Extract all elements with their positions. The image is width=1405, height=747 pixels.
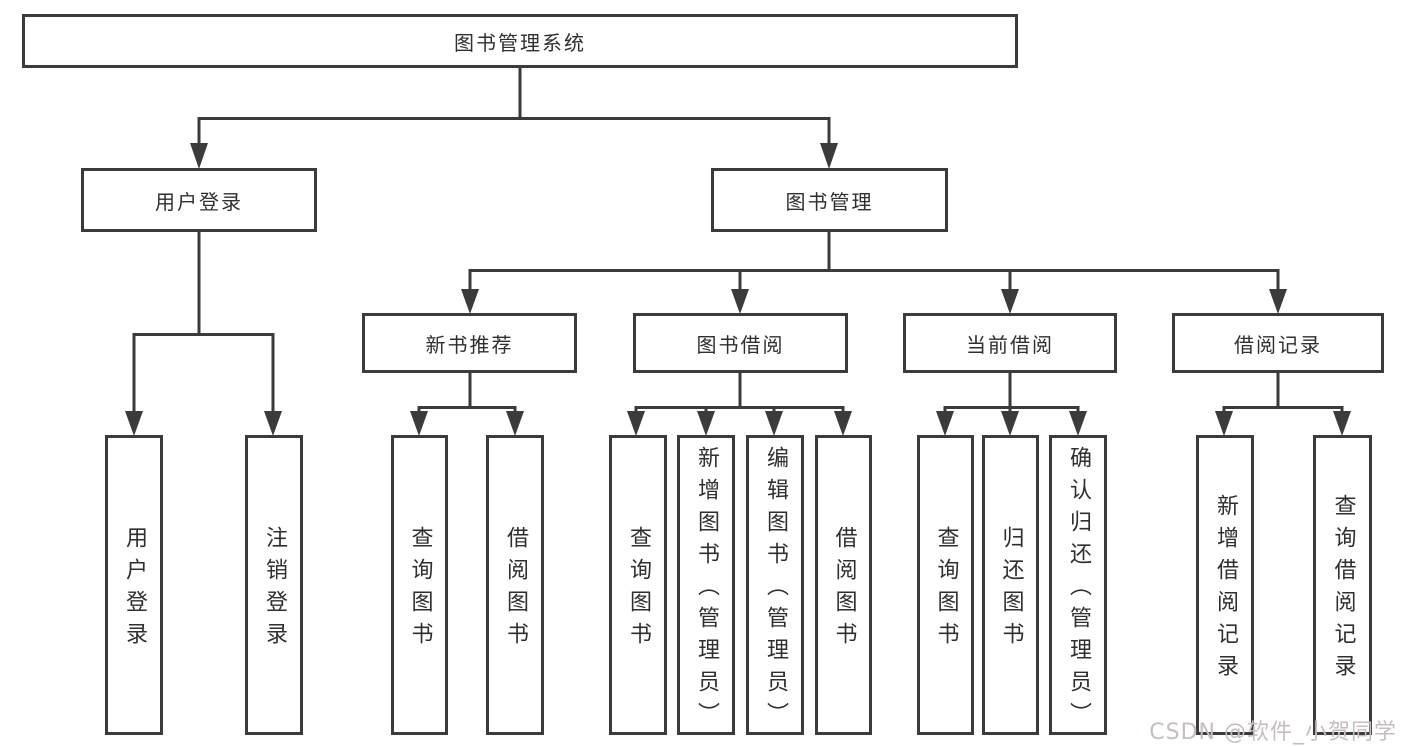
leaf-add-book-admin-label: 新增图书（管理员） xyxy=(694,446,719,734)
node-new-book-recommend-label: 新书推荐 xyxy=(425,332,514,357)
leaf-borrow-books-recommend-label: 借阅图书 xyxy=(503,526,528,654)
node-root-label: 图书管理系统 xyxy=(454,30,586,55)
node-book-management: 图书管理 xyxy=(711,168,948,232)
leaf-logout: 注销登录 xyxy=(245,435,303,735)
node-book-management-label: 图书管理 xyxy=(785,189,874,214)
leaf-add-borrow-record: 新增借阅记录 xyxy=(1196,435,1254,735)
leaf-confirm-return-admin: 确认归还（管理员） xyxy=(1049,435,1107,735)
leaf-add-borrow-record-label: 新增借阅记录 xyxy=(1213,494,1238,686)
leaf-confirm-return-admin-label: 确认归还（管理员） xyxy=(1066,446,1091,734)
node-borrow-records-label: 借阅记录 xyxy=(1234,332,1322,357)
node-root: 图书管理系统 xyxy=(22,14,1018,68)
node-user-login: 用户登录 xyxy=(81,168,317,232)
node-borrow-records: 借阅记录 xyxy=(1172,313,1384,373)
leaf-edit-book-admin-label: 编辑图书（管理员） xyxy=(763,446,788,734)
leaf-add-book-admin: 新增图书（管理员） xyxy=(677,435,735,735)
leaf-query-borrow-record: 查询借阅记录 xyxy=(1313,435,1372,735)
leaf-borrow-books: 借阅图书 xyxy=(815,435,872,735)
leaf-return-books-label: 归还图书 xyxy=(998,526,1024,654)
leaf-user-login: 用户登录 xyxy=(105,435,163,735)
leaf-user-login-label: 用户登录 xyxy=(122,526,147,654)
node-book-borrow: 图书借阅 xyxy=(633,313,848,373)
leaf-query-borrow-record-label: 查询借阅记录 xyxy=(1330,494,1356,686)
arrowheads xyxy=(125,143,1351,436)
csdn-watermark: CSDN @软件_小贺同学 xyxy=(1149,720,1397,745)
node-new-book-recommend: 新书推荐 xyxy=(362,313,577,373)
node-user-login-label: 用户登录 xyxy=(155,189,243,214)
leaf-borrow-books-recommend: 借阅图书 xyxy=(486,435,544,735)
leaf-edit-book-admin: 编辑图书（管理员） xyxy=(746,435,804,735)
leaf-query-books-borrow: 查询图书 xyxy=(609,435,667,735)
leaf-logout-label: 注销登录 xyxy=(262,526,287,654)
node-current-borrow-label: 当前借阅 xyxy=(966,332,1054,357)
node-current-borrow: 当前借阅 xyxy=(903,313,1117,373)
node-book-borrow-label: 图书借阅 xyxy=(696,332,785,357)
leaf-return-books: 归还图书 xyxy=(982,435,1039,735)
leaf-query-books-borrow-label: 查询图书 xyxy=(626,526,651,654)
leaf-query-books-current-label: 查询图书 xyxy=(933,526,959,654)
leaf-query-books-recommend-label: 查询图书 xyxy=(407,526,433,654)
leaf-query-books-current: 查询图书 xyxy=(917,435,974,735)
leaf-borrow-books-label: 借阅图书 xyxy=(831,526,857,654)
leaf-query-books-recommend: 查询图书 xyxy=(391,435,448,735)
